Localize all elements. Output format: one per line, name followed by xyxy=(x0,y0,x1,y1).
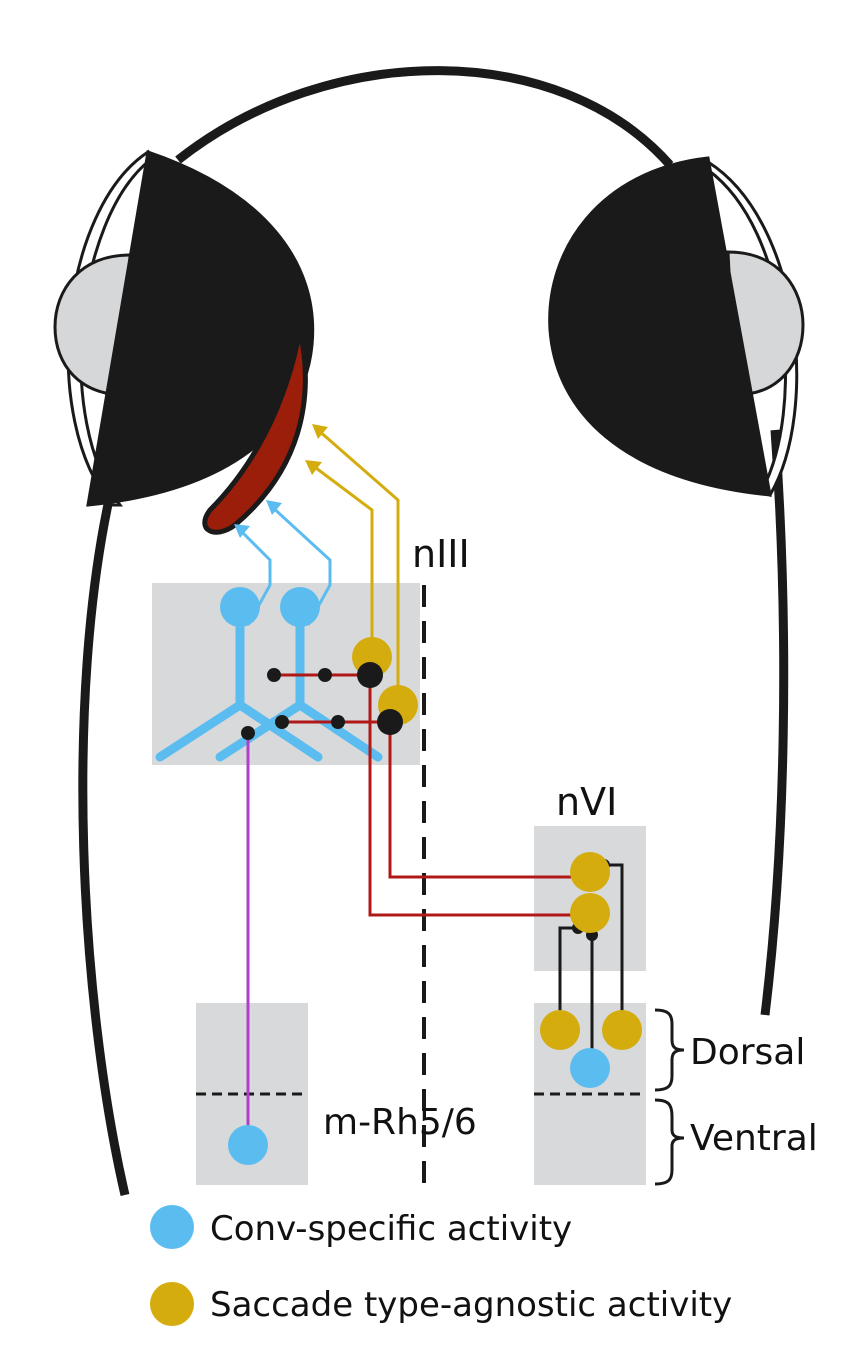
ventral-brace xyxy=(654,1098,685,1186)
ventral-conv-neuron xyxy=(228,1125,268,1165)
niii-relay-node-1 xyxy=(357,662,383,688)
left-eye-sclera xyxy=(66,149,152,507)
right-eye-lens xyxy=(726,250,805,397)
dorsal-label: Dorsal xyxy=(690,1032,805,1073)
dorsal-agnostic-neuron-2 xyxy=(602,1010,642,1050)
right-eye xyxy=(548,156,805,498)
niii-to-nvi-projections xyxy=(368,675,590,917)
body-outline-right xyxy=(760,429,789,1016)
dorsal-conv-neuron xyxy=(570,1048,610,1088)
conv-neuron-soma-2 xyxy=(280,587,320,627)
mrh-label: m-Rh5/6 xyxy=(323,1102,477,1143)
head-outline-arc xyxy=(175,66,674,168)
legend-conv-label: Conv-specific activity xyxy=(210,1209,572,1249)
nvi-agnostic-neuron-2 xyxy=(570,893,610,933)
dorsal-brace xyxy=(654,1008,685,1092)
legend-conv-swatch xyxy=(150,1205,194,1249)
legend-agnostic-swatch xyxy=(150,1282,194,1326)
left-eye xyxy=(53,149,315,535)
dorsal-agnostic-neuron-1 xyxy=(540,1010,580,1050)
legend-agnostic-label: Saccade type-agnostic activity xyxy=(210,1285,732,1325)
nvi-agnostic-neuron-1 xyxy=(570,852,610,892)
niii-relay-node-2 xyxy=(377,709,403,735)
eye-muscle xyxy=(202,329,308,535)
agnostic-axons xyxy=(311,428,400,705)
conv-arrow-1 xyxy=(234,524,250,538)
conv-arrow-2 xyxy=(266,500,282,515)
right-eye-pupil xyxy=(548,156,772,497)
nvi-label: nVI xyxy=(556,780,617,824)
legend: Conv-specific activity Saccade type-agno… xyxy=(150,1205,732,1326)
conv-neuron-soma-1 xyxy=(220,587,260,627)
conv-neuron-dendrites xyxy=(155,620,383,762)
niii-label: nIII xyxy=(412,532,470,576)
left-eye-pupil xyxy=(86,150,315,507)
body-outline-left xyxy=(78,494,130,1197)
agnostic-arrow-1 xyxy=(305,460,322,475)
ventral-label: Ventral xyxy=(690,1118,818,1159)
agnostic-arrow-2 xyxy=(312,424,328,439)
